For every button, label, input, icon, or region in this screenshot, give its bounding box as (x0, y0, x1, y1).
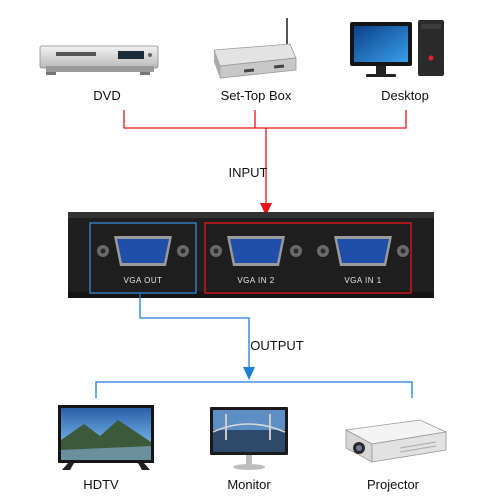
vga-switch-box: VGA OUT VGA IN 2 VGA IN 1 (68, 212, 434, 298)
source-label-dvd: DVD (93, 88, 120, 103)
desktop-computer-icon (350, 20, 444, 77)
source-label-set-top-box: Set-Top Box (221, 88, 292, 103)
vga-in2-label: VGA IN 2 (237, 276, 274, 285)
input-label: INPUT (229, 165, 268, 180)
monitor-icon (210, 407, 288, 470)
output-label-monitor: Monitor (227, 477, 270, 492)
output-label-hdtv: HDTV (83, 477, 118, 492)
vga-out-label: VGA OUT (123, 276, 162, 285)
dvd-player-icon (40, 46, 158, 75)
vga-in1-label: VGA IN 1 (344, 276, 381, 285)
input-lines (124, 110, 406, 206)
projector-icon (346, 420, 446, 462)
hdtv-icon (58, 405, 154, 470)
set-top-box-icon (214, 18, 296, 78)
output-label-projector: Projector (367, 477, 419, 492)
source-label-desktop: Desktop (381, 88, 429, 103)
output-arrowhead (243, 367, 255, 380)
output-label: OUTPUT (250, 338, 303, 353)
